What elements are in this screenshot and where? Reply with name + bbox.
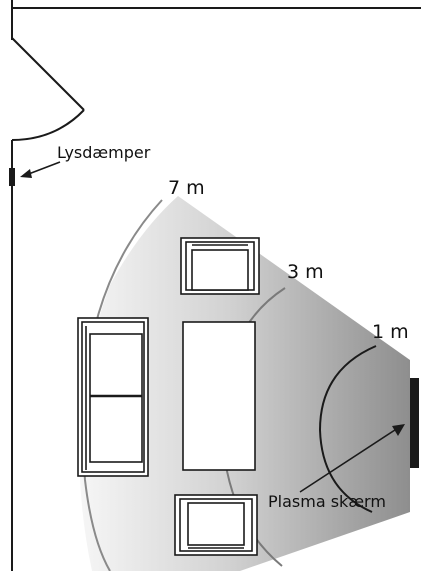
furniture — [77, 237, 260, 556]
range-1m-label: 1 m — [372, 321, 409, 343]
door-swing-arc — [11, 109, 85, 141]
range-3m-label: 3 m — [287, 261, 324, 283]
armchair-bottom — [174, 494, 258, 556]
armchair-top — [180, 237, 260, 295]
coffee-table — [182, 321, 256, 471]
door-leaf — [11, 37, 85, 111]
screen-label: Plasma skærm — [268, 492, 386, 511]
plasma-screen — [410, 378, 419, 468]
arc-1m — [318, 345, 377, 513]
screen-arrow — [299, 424, 405, 493]
dimmer-switch — [9, 168, 15, 186]
range-7m-label: 7 m — [168, 177, 205, 199]
dimmer-arrow — [20, 161, 61, 178]
walls — [11, 0, 421, 571]
dimmer-label: Lysdæmper — [57, 143, 151, 162]
sofa — [77, 317, 149, 477]
